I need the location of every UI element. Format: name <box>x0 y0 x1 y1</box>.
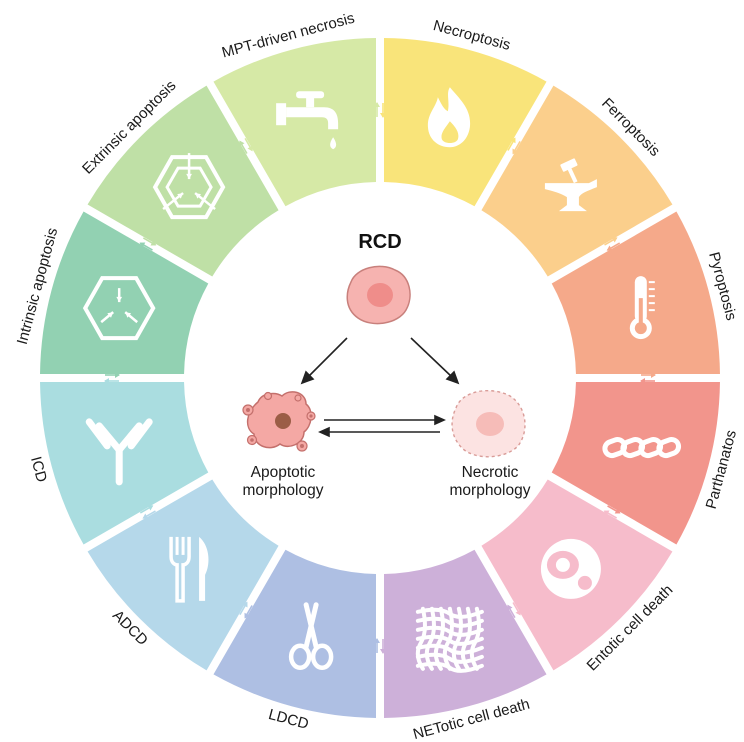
necrotic-label-line2: morphology <box>450 482 531 499</box>
center-arrows <box>300 337 460 438</box>
connector-arrow <box>374 102 386 118</box>
apoptotic-label-line1: Apoptotic <box>251 464 316 481</box>
label-icd: ICD <box>27 455 50 485</box>
segment-parthanatos <box>551 381 720 545</box>
segment-ldcd <box>213 549 377 718</box>
connector-arrow <box>239 137 253 154</box>
connector-arrow <box>507 137 521 155</box>
segment-group <box>40 38 720 718</box>
center-panel: RCD <box>242 231 531 499</box>
segment-labels: NecroptosisFerroptosisPyroptosisParthana… <box>14 10 740 742</box>
faucet-icon <box>276 91 339 150</box>
necrotic-label-line1: Necrotic <box>462 464 519 481</box>
flame-icon <box>427 87 471 148</box>
connector-arrow <box>603 505 621 519</box>
hexagon-inward-arrows-icon <box>82 276 156 341</box>
connector-arrow <box>507 602 521 619</box>
label-ldcd: LDCD <box>267 706 311 733</box>
anvil-hammer-icon <box>544 158 597 212</box>
connector-arrow <box>640 372 656 384</box>
healthy-cell-icon <box>346 265 411 325</box>
cell-in-cell-icon <box>540 538 601 599</box>
connector-arrow <box>239 601 253 619</box>
connector-arrow <box>604 237 621 251</box>
net-mesh-icon <box>415 606 484 673</box>
fork-knife-icon <box>169 536 209 603</box>
thermometer-icon <box>629 276 655 340</box>
segment-icd <box>40 381 209 545</box>
antibody-icon <box>85 418 153 486</box>
connector-arrow <box>139 237 157 251</box>
scissors-icon <box>288 602 334 671</box>
hexagon-outer-arrows-icon <box>152 153 226 220</box>
chain-icon <box>602 437 682 459</box>
segment-extrinsic-apoptosis <box>87 85 279 277</box>
apoptotic-cell-icon <box>242 391 316 452</box>
necrotic-cell-icon <box>451 389 526 458</box>
segment-mpt-driven-necrosis <box>213 38 377 207</box>
segment-intrinsic-apoptosis <box>40 211 209 375</box>
connector-arrow <box>104 372 120 384</box>
connector-arrow <box>139 505 156 519</box>
center-title: RCD <box>358 231 401 253</box>
apoptotic-label-line2: morphology <box>243 482 324 499</box>
connector-arrow <box>374 638 386 654</box>
connector-arrows <box>104 102 656 654</box>
